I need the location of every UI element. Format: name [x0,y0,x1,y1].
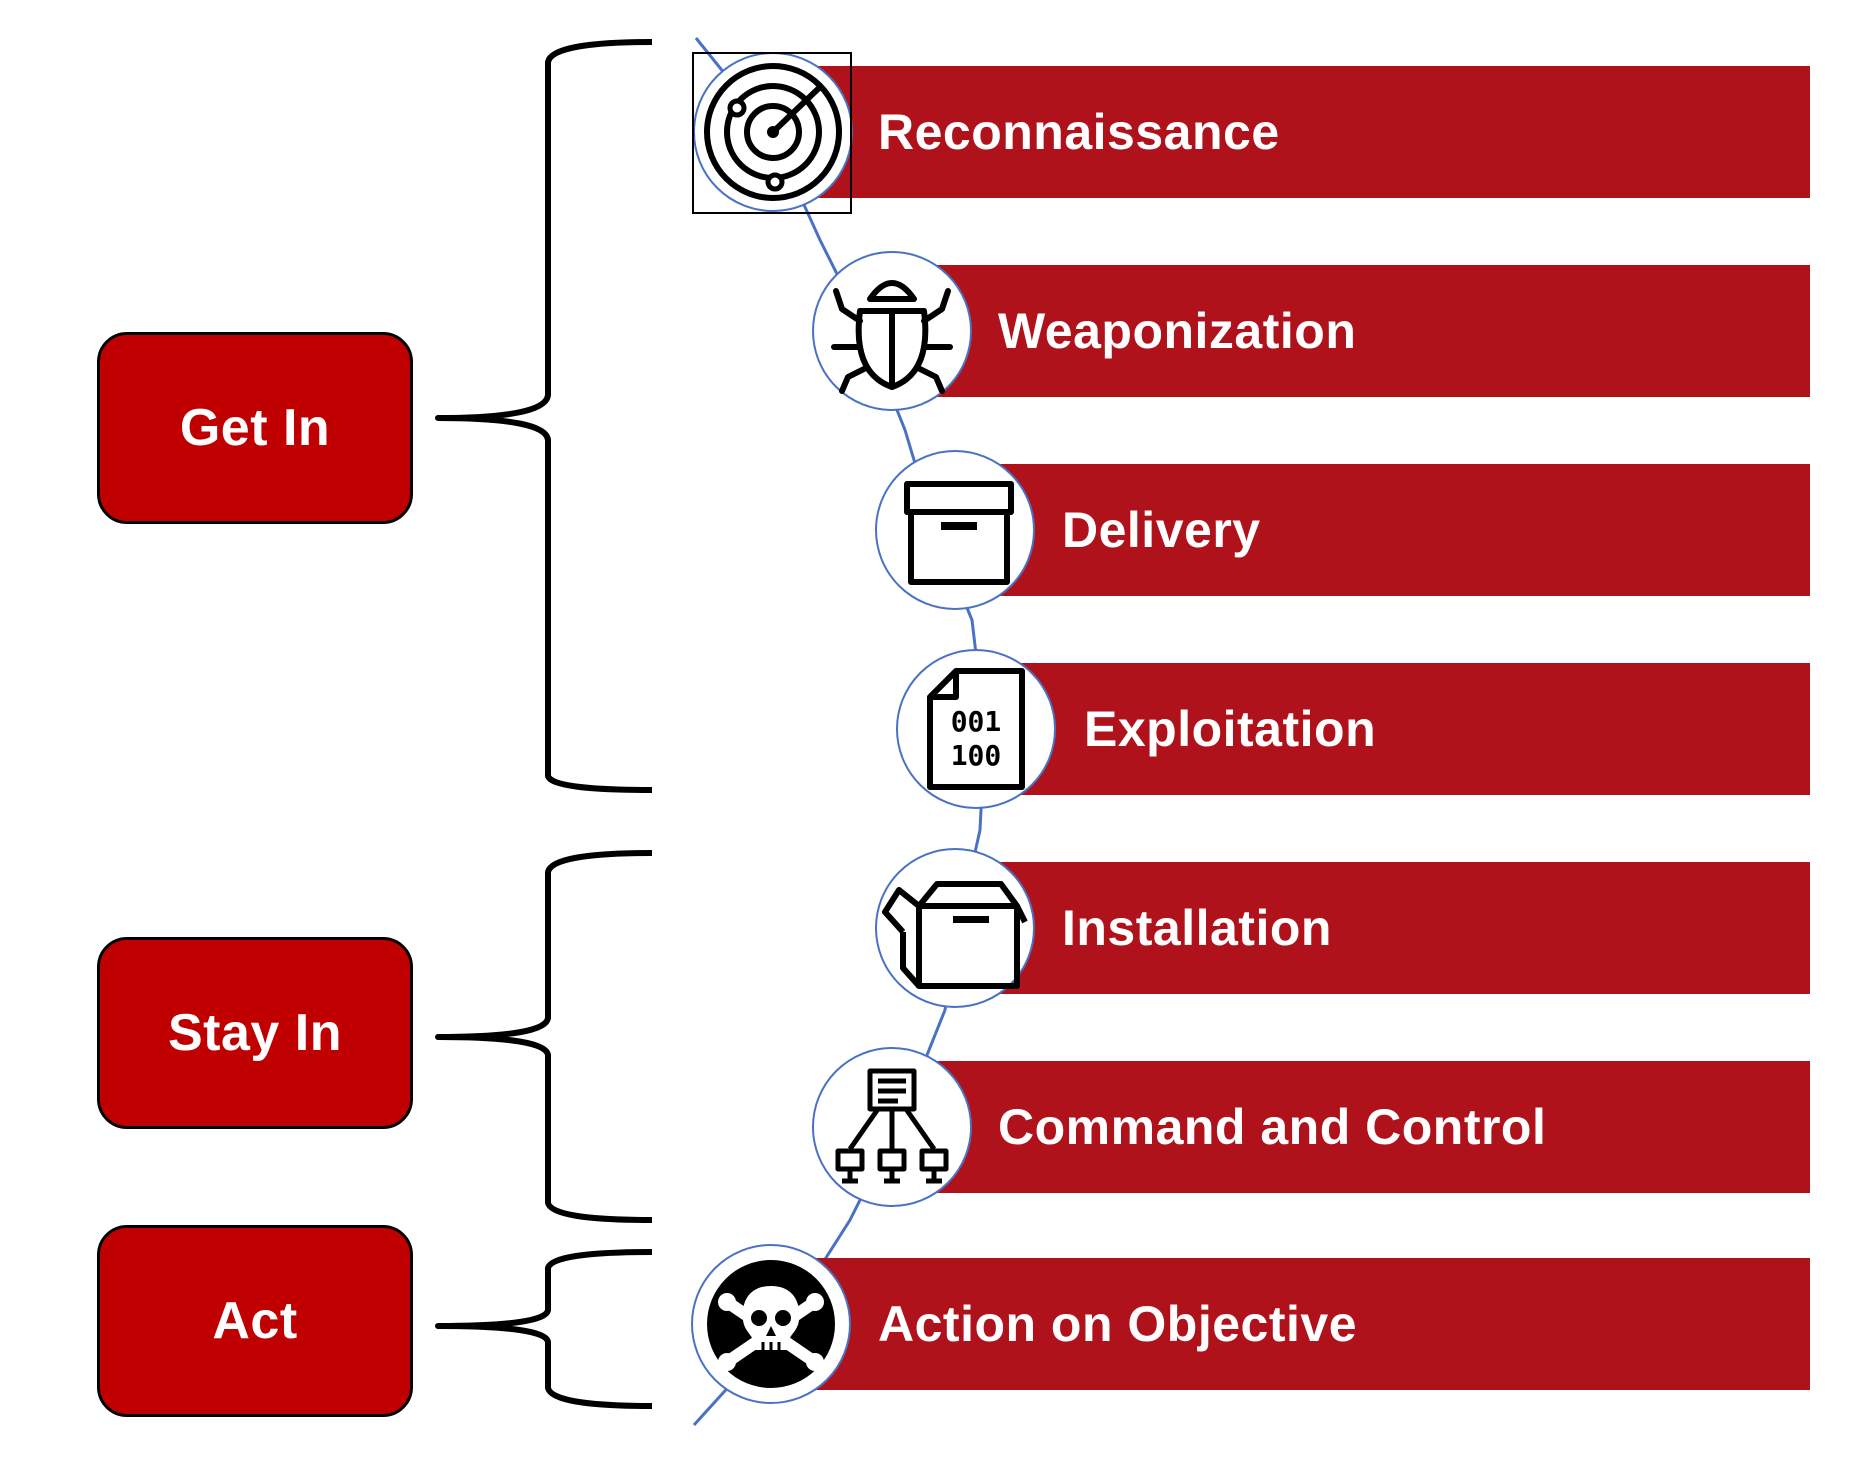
stage-bar-delivery: Delivery [970,464,1810,596]
stage-label-exploitation: Exploitation [1084,701,1377,757]
stage-label-command-and-control: Command and Control [998,1099,1547,1155]
stage-label-installation: Installation [1062,900,1332,956]
radar-icon [693,52,853,212]
bracket-act [435,1249,653,1409]
stage-bar-reconnaissance: Reconnaissance [786,66,1810,198]
group-box-get-in: Get In [97,332,413,524]
stage-label-reconnaissance: Reconnaissance [878,104,1280,160]
group-box-act: Act [97,1225,413,1417]
stage-label-action-on-objective: Action on Objective [878,1296,1358,1352]
selection-frame [692,52,852,214]
bracket-stay-in [435,850,653,1223]
bracket-get-in [435,39,653,793]
stage-label-delivery: Delivery [1062,502,1261,558]
stage-bar-command-and-control: Command and Control [906,1061,1810,1193]
group-label-act: Act [212,1292,298,1350]
stage-bar-exploitation: Exploitation [992,663,1810,795]
group-box-stay-in: Stay In [97,937,413,1129]
binary-file-icon: 001 100 [896,649,1056,809]
stage-bar-installation: Installation [970,862,1810,994]
box-icon [875,450,1035,610]
network-icon [812,1047,972,1207]
stage-label-weaponization: Weaponization [998,303,1357,359]
svg-text:100: 100 [951,739,1002,772]
stage-bar-action-on-objective: Action on Objective [786,1258,1810,1390]
bug-icon [812,251,972,411]
group-label-get-in: Get In [179,399,331,457]
svg-text:001: 001 [951,705,1002,738]
open-box-icon [875,848,1035,1008]
group-label-stay-in: Stay In [168,1004,342,1062]
skull-crossbones-icon [691,1244,851,1404]
stage-bar-weaponization: Weaponization [906,265,1810,397]
